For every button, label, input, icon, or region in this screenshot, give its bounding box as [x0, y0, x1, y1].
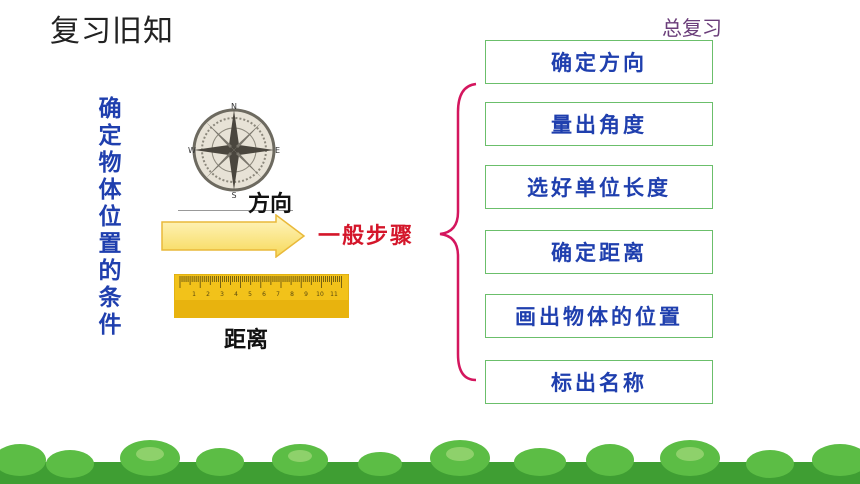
compass-west-label: W [188, 146, 196, 155]
curly-brace-icon [439, 82, 477, 382]
general-steps-label: 一般步骤 [318, 223, 415, 249]
distance-label: 距离 [224, 327, 269, 353]
compass-north-label: N [231, 102, 237, 111]
ruler-tick-label: 6 [262, 291, 266, 298]
ruler-tick-label: 9 [304, 291, 308, 298]
page-title: 复习旧知 [50, 14, 174, 49]
step-box-3: 选好单位长度 [485, 165, 713, 209]
right-arrow-icon [161, 214, 306, 258]
step-box-4: 确定距离 [485, 230, 713, 274]
ruler-tick-label: 8 [290, 291, 294, 298]
step-box-1: 确定方向 [485, 40, 713, 84]
ruler-tick-label: 4 [234, 291, 238, 298]
ruler-icon: 1 2 3 4 5 6 7 8 9 10 11 [174, 274, 349, 318]
compass-underline [178, 210, 293, 211]
ruler-tick-label: 2 [206, 291, 210, 298]
ruler-tick-label: 7 [276, 291, 280, 298]
grass-border-decoration [0, 440, 860, 484]
direction-label: 方向 [248, 191, 293, 217]
conditions-vertical-label: 确定物体位置的条件 [94, 96, 121, 339]
ruler-tick-label: 10 [316, 291, 324, 298]
ruler-tick-label: 1 [192, 291, 196, 298]
ruler-tick-label: 11 [330, 291, 338, 298]
compass-east-label: E [275, 146, 280, 155]
ruler-tick-label: 3 [220, 291, 224, 298]
step-box-6: 标出名称 [485, 360, 713, 404]
step-box-2: 量出角度 [485, 102, 713, 146]
compass-rose-icon: N S W E [188, 102, 280, 198]
section-tag: 总复习 [662, 16, 722, 40]
step-box-5: 画出物体的位置 [485, 294, 713, 338]
ruler-tick-label: 5 [248, 291, 252, 298]
compass-south-label: S [231, 191, 236, 198]
